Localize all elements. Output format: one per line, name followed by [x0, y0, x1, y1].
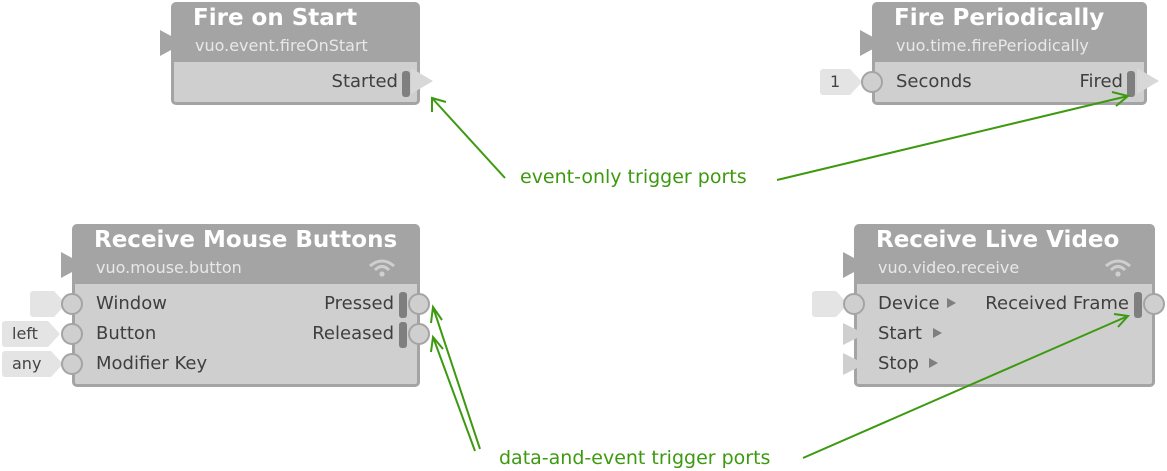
arrow-to-received-frame	[802, 315, 1129, 459]
output-port-label-started: Started	[331, 71, 398, 92]
output-port-released[interactable]	[408, 323, 430, 345]
arrowhead-received-frame	[1113, 313, 1131, 328]
node-receive-mouse-buttons[interactable]: Receive Mouse Buttons vuo.mouse.button W…	[72, 224, 420, 387]
node-class-name: vuo.mouse.button	[96, 258, 242, 277]
arrow-to-started	[431, 97, 506, 179]
annotation-event-only: event-only trigger ports	[520, 166, 747, 188]
node-title-bar: Receive Live Video vuo.video.receive	[854, 224, 1155, 284]
trigger-port-marker	[1134, 292, 1142, 318]
menu-arrow-icon	[933, 328, 942, 338]
input-constant-seconds[interactable]: 1	[820, 69, 863, 95]
wifi-icon	[369, 259, 395, 277]
input-port-label-modifier-key: Modifier Key	[96, 353, 208, 374]
input-port-label-button: Button	[96, 323, 157, 344]
input-constant-button[interactable]: left	[2, 321, 60, 347]
node-class-name: vuo.event.fireOnStart	[195, 36, 368, 55]
node-body	[854, 284, 1155, 387]
node-title-bar: Receive Mouse Buttons vuo.mouse.button	[72, 224, 420, 284]
output-port-label-pressed: Pressed	[324, 293, 394, 314]
arrow-to-pressed	[432, 306, 481, 450]
menu-arrow-icon	[929, 358, 938, 368]
output-port-label-received-frame: Received Frame	[985, 293, 1129, 314]
output-port-label-fired: Fired	[1079, 71, 1123, 92]
input-constant-modifier-key[interactable]: any	[2, 351, 64, 377]
output-port-received-frame[interactable]	[1143, 293, 1165, 315]
node-body	[72, 284, 420, 387]
input-port-stop[interactable]	[843, 353, 865, 375]
trigger-output-arrow[interactable]	[411, 68, 433, 94]
trigger-port-marker	[399, 292, 407, 318]
input-port-window[interactable]	[61, 293, 83, 315]
refresh-port-arrow[interactable]	[843, 252, 867, 278]
node-title: Receive Mouse Buttons	[94, 227, 398, 253]
input-port-start[interactable]	[843, 323, 865, 345]
trigger-output-arrow[interactable]	[1137, 68, 1159, 94]
input-port-seconds[interactable]	[861, 71, 883, 93]
arrow-to-released	[432, 336, 476, 452]
input-port-button[interactable]	[61, 323, 83, 345]
trigger-port-marker	[1127, 71, 1135, 97]
node-class-name: vuo.video.receive	[878, 258, 1020, 277]
node-class-name: vuo.time.firePeriodically	[896, 36, 1089, 55]
trigger-port-marker	[402, 71, 410, 97]
arrowhead-started	[431, 96, 447, 112]
node-title: Fire Periodically	[894, 5, 1105, 31]
node-body	[872, 62, 1147, 105]
menu-arrow-icon	[947, 298, 956, 308]
output-port-label-released: Released	[312, 323, 394, 344]
arrow-to-fired	[776, 95, 1129, 181]
refresh-port-arrow[interactable]	[160, 30, 184, 56]
output-port-pressed[interactable]	[408, 293, 430, 315]
input-port-label-window: Window	[96, 293, 167, 314]
refresh-port-arrow[interactable]	[61, 252, 85, 278]
input-port-label-device: Device	[878, 293, 940, 314]
node-receive-live-video[interactable]: Receive Live Video vuo.video.receive Dev…	[854, 224, 1155, 387]
node-title-bar: Fire on Start vuo.event.fireOnStart	[171, 2, 420, 62]
node-fire-on-start[interactable]: Fire on Start vuo.event.fireOnStart Star…	[171, 2, 420, 105]
input-port-modifier-key[interactable]	[61, 353, 83, 375]
arrowhead-released	[430, 334, 444, 353]
node-title: Fire on Start	[193, 5, 358, 31]
annotation-data-and-event: data-and-event trigger ports	[499, 447, 771, 469]
node-body	[171, 62, 420, 105]
input-port-device[interactable]	[843, 293, 865, 315]
input-port-label-start: Start	[878, 323, 922, 344]
refresh-port-arrow[interactable]	[860, 30, 884, 56]
trigger-port-marker	[399, 322, 407, 348]
arrowhead-fired	[1111, 91, 1131, 107]
input-port-label-stop: Stop	[878, 353, 919, 374]
node-title: Receive Live Video	[876, 227, 1120, 253]
arrowhead-pressed	[430, 304, 443, 324]
node-fire-periodically[interactable]: Fire Periodically vuo.time.firePeriodica…	[872, 2, 1147, 105]
wifi-icon	[1105, 259, 1131, 277]
input-port-label-seconds: Seconds	[896, 71, 972, 92]
node-title-bar: Fire Periodically vuo.time.firePeriodica…	[872, 2, 1147, 62]
